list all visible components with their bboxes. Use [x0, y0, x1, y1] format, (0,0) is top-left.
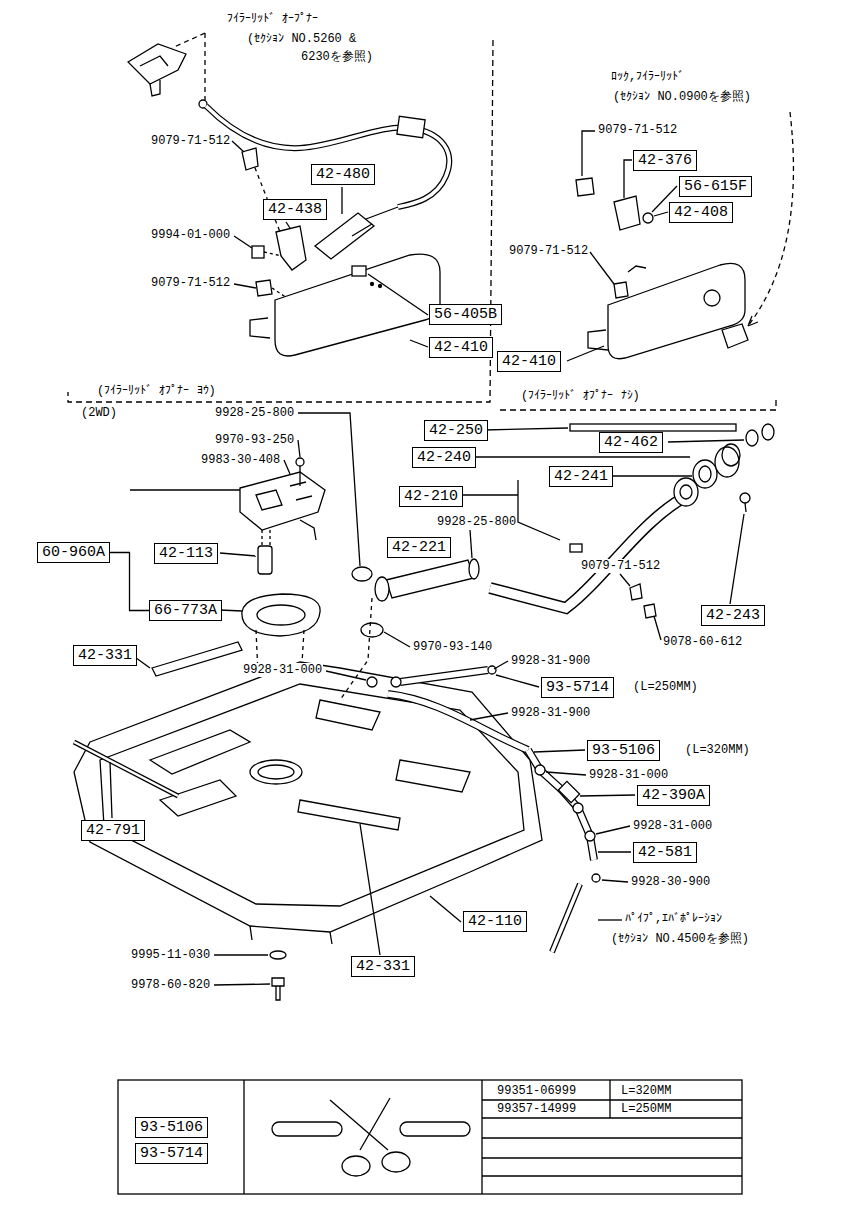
part-number: 42-438 — [268, 201, 322, 218]
callout-label: 9928-25-800 — [436, 515, 517, 529]
part-number-box: 42-438 — [263, 199, 327, 220]
part-number: 42-791 — [86, 822, 140, 839]
callout-label: 9928-31-000 — [632, 819, 713, 833]
part-number: 42-462 — [604, 434, 658, 451]
part-number-box: 42-113 — [154, 543, 218, 564]
part-number-box: 42-408 — [669, 202, 733, 223]
part-number: 42-250 — [429, 422, 483, 439]
part-number: 56-615F — [684, 178, 747, 195]
part-number-box: 42-250 — [424, 420, 488, 441]
callout-label: 9928-25-800 — [214, 406, 295, 420]
callout-label: 99357-14999 — [496, 1102, 577, 1116]
part-number: 42-390A — [642, 787, 705, 804]
part-number-box: 42-410 — [497, 351, 561, 372]
part-number: 42-110 — [468, 913, 522, 930]
callout-label: (2WD) — [80, 406, 118, 420]
part-number: 93-5106 — [140, 1119, 203, 1136]
part-number-box: 42-243 — [701, 605, 765, 626]
part-number-box: 93-5714 — [135, 1143, 208, 1164]
part-number: 42-410 — [502, 353, 556, 370]
bracket-line — [110, 553, 149, 611]
callout-label: ﾛｯｸ,ﾌｲﾗｰﾘｯﾄﾞ — [610, 70, 685, 84]
callout-label: 9079-71-512 — [150, 276, 231, 290]
part-number: 42-240 — [417, 449, 471, 466]
callout-label: 9928-30-900 — [630, 875, 711, 889]
part-number-box: 42-581 — [633, 842, 697, 863]
part-number-box: 93-5714 — [541, 677, 614, 698]
callout-label: (L=250MM) — [632, 680, 699, 694]
part-number-box: 42-110 — [463, 911, 527, 932]
part-number: 42-410 — [434, 339, 488, 356]
part-number-box: 42-241 — [549, 466, 613, 487]
part-number-box: 93-5106 — [135, 1117, 208, 1138]
part-number-box: 60-960A — [37, 542, 110, 563]
part-number: 42-331 — [78, 647, 132, 664]
callout-label: 9928-31-900 — [510, 654, 591, 668]
callout-label: 9970-93-140 — [412, 640, 493, 654]
part-number: 42-331 — [356, 958, 410, 975]
callout-label: 9983-30-408 — [200, 453, 281, 467]
part-number-box: 93-5106 — [587, 740, 660, 761]
part-number-box: 66-773A — [149, 600, 222, 621]
part-number: 42-376 — [638, 152, 692, 169]
callout-label: ﾊﾟｲﾌﾟ,ｴﾊﾞﾎﾟﾚｰｼｮﾝ — [624, 912, 723, 926]
part-number: 60-960A — [42, 544, 105, 561]
callout-label: 9978-60-820 — [130, 978, 211, 992]
callout-label: L=320MM — [620, 1084, 672, 1098]
part-number: 42-241 — [554, 468, 608, 485]
callout-label: 9928-31-000 — [242, 663, 323, 677]
part-number-box: 56-405B — [429, 304, 502, 325]
callout-label: 9079-71-512 — [150, 134, 231, 148]
part-number-box: 42-221 — [387, 537, 451, 558]
callout-label: L=250MM — [620, 1102, 672, 1116]
part-number-box: 42-390A — [637, 785, 710, 806]
part-number-box: 42-210 — [399, 486, 463, 507]
part-number: 42-113 — [159, 545, 213, 562]
callout-label: 9928-31-000 — [588, 768, 669, 782]
callout-label: 9994-01-000 — [150, 228, 231, 242]
callout-label: 99351-06999 — [496, 1084, 577, 1098]
part-number: 42-408 — [674, 204, 728, 221]
callout-label: 9970-93-250 — [214, 433, 295, 447]
callout-label: (ｾｸｼｮﾝ NO.4500を参照) — [610, 932, 750, 946]
part-number-box: 42-331 — [73, 645, 137, 666]
callout-label: 9079-71-512 — [508, 244, 589, 258]
part-number-box: 42-480 — [311, 164, 375, 185]
callout-label: 9928-31-900 — [510, 706, 591, 720]
part-number-box: 42-240 — [412, 447, 476, 468]
part-number-box: 42-331 — [351, 956, 415, 977]
callout-label: 9079-71-512 — [597, 123, 678, 137]
part-number: 93-5714 — [140, 1145, 203, 1162]
callout-label: 6230を参照) — [300, 50, 374, 64]
callout-label: (ﾌｲﾗｰﾘｯﾄﾞ ｵﾌﾟﾅｰ ﾅｼ) — [520, 389, 641, 403]
part-number: 42-243 — [706, 607, 760, 624]
callout-label: (ｾｸｼｮﾝ NO.0900を参照) — [612, 90, 752, 104]
callout-label: 9078-60-612 — [662, 635, 743, 649]
part-number-box: 42-376 — [633, 150, 697, 171]
part-number: 93-5714 — [546, 679, 609, 696]
part-number-box: 42-410 — [429, 337, 493, 358]
part-number: 56-405B — [434, 306, 497, 323]
part-number: 93-5106 — [592, 742, 655, 759]
callout-label: (ｾｸｼｮﾝ NO.5260 & — [246, 32, 357, 46]
part-number: 42-480 — [316, 166, 370, 183]
part-number-box: 42-462 — [599, 432, 663, 453]
callout-label: (ﾌｲﾗｰﾘｯﾄﾞ ｵﾌﾟﾅｰ ﾖｳ) — [96, 384, 217, 398]
part-number: 42-221 — [392, 539, 446, 556]
part-number-box: 56-615F — [679, 176, 752, 197]
part-number: 42-210 — [404, 488, 458, 505]
callout-label: ﾌｲﾗｰﾘｯﾄﾞ ｵｰﾌﾟﾅｰ — [226, 12, 319, 26]
part-number: 42-581 — [638, 844, 692, 861]
part-number: 66-773A — [154, 602, 217, 619]
callout-label: (L=320MM) — [684, 743, 751, 757]
callout-label: 9079-71-512 — [580, 559, 661, 573]
callout-label: 9995-11-030 — [130, 948, 211, 962]
part-number-box: 42-791 — [81, 820, 145, 841]
